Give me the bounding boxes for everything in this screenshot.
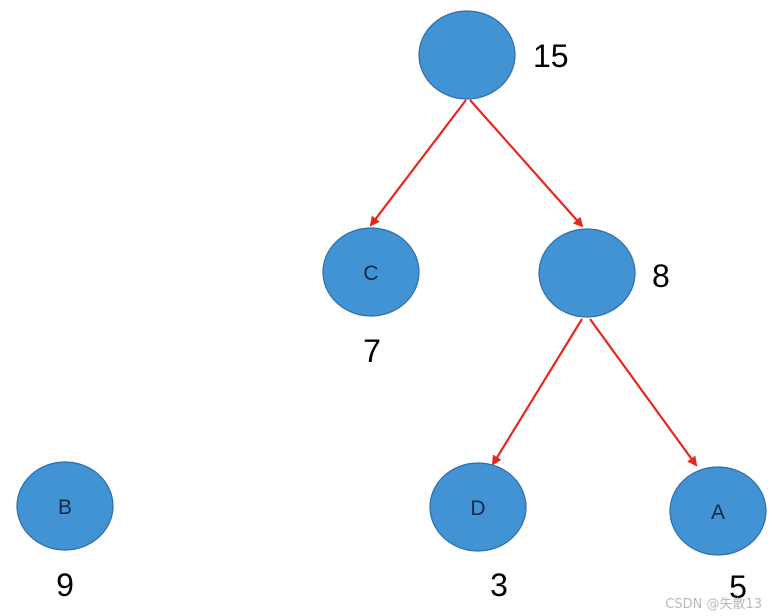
node-d-weight: 3 — [490, 567, 508, 603]
node-d-letter: D — [470, 497, 485, 520]
watermark-text: CSDN @失散13 — [665, 597, 762, 612]
node-root: 15 — [418, 10, 569, 100]
node-d: D 3 — [429, 462, 527, 603]
node-c: C 7 — [322, 227, 420, 369]
edge-root-to-c — [369, 99, 467, 227]
node-root-weight: 15 — [533, 38, 569, 74]
edge-root-to-node-8 — [469, 99, 584, 228]
node-b-weight: 9 — [56, 567, 74, 603]
node-8: 8 — [538, 228, 670, 318]
node-c-weight: 7 — [363, 333, 381, 369]
node-8-weight: 8 — [652, 258, 670, 294]
node-c-letter: C — [363, 262, 378, 285]
node-b-letter: B — [58, 496, 72, 519]
edge-node-8-to-a — [589, 318, 698, 467]
node-b: B 9 — [16, 461, 114, 603]
node-a-letter: A — [711, 501, 725, 524]
edge-node-8-to-d — [491, 318, 583, 466]
node-a: A 5 — [669, 466, 767, 605]
node-a-weight: 5 — [729, 569, 747, 605]
